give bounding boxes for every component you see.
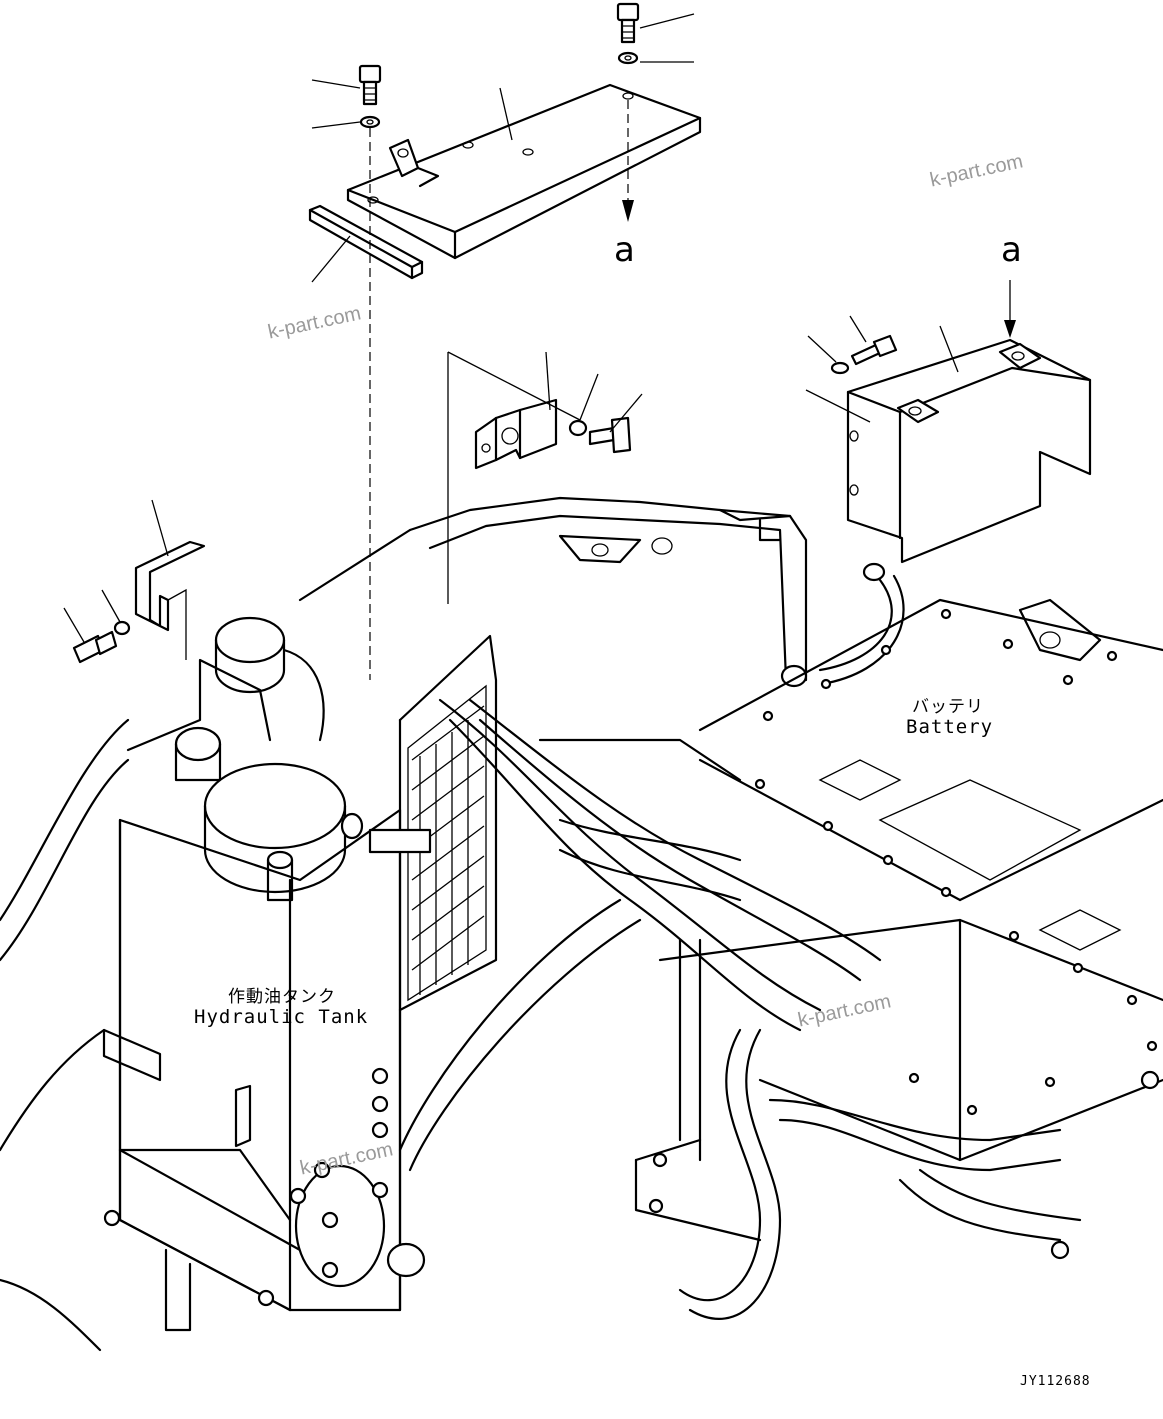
drawing-code: JY112688 — [1020, 1374, 1091, 1389]
middle-bracket — [474, 398, 632, 470]
hydraulic-tank-label-en: Hydraulic Tank — [194, 1006, 369, 1028]
rubber-strip — [308, 204, 424, 280]
hydraulic-tank-label-jp: 作動油タンク — [228, 987, 336, 1007]
battery-bolts — [648, 608, 1160, 1260]
machine-frame — [298, 496, 808, 682]
battery-cover — [846, 338, 1092, 564]
bolt-top-right — [616, 2, 640, 65]
callout-letter-a-top: a — [614, 230, 635, 270]
battery-unit — [634, 598, 1163, 1242]
bolt-battery — [830, 334, 898, 375]
battery-label-jp: バッテリ — [912, 697, 984, 717]
top-cover-plate — [346, 83, 702, 260]
filter-cap — [126, 616, 432, 902]
hydraulic-tank — [102, 634, 498, 1332]
callout-letter-a-right: a — [1001, 230, 1022, 270]
left-bracket — [72, 540, 206, 664]
hoses — [438, 562, 1082, 1320]
bolt-top-left — [358, 64, 382, 129]
battery-label-en: Battery — [906, 716, 994, 738]
